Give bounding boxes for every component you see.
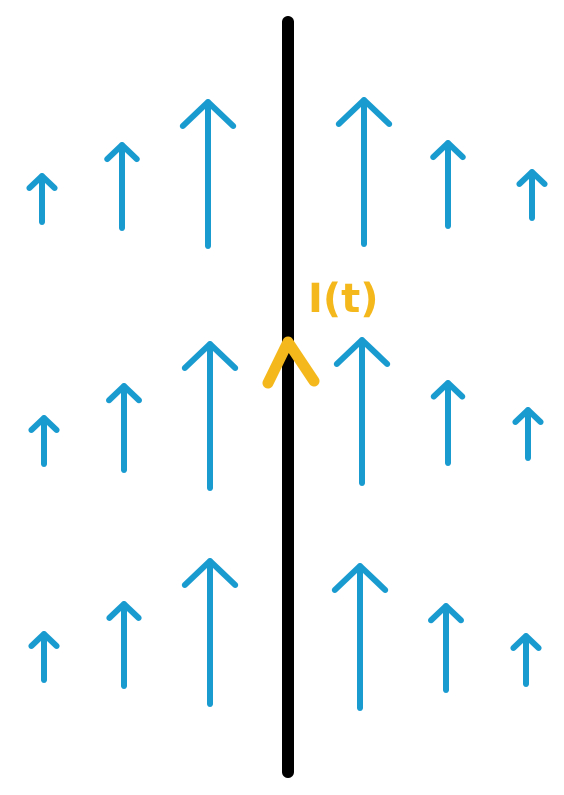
field-arrows-group bbox=[26, 97, 548, 711]
field-arrow-icon bbox=[516, 169, 548, 221]
field-arrow-icon bbox=[106, 383, 142, 473]
field-arrow-icon bbox=[28, 415, 60, 467]
field-arrow-icon bbox=[428, 603, 464, 693]
field-arrow-icon bbox=[179, 99, 237, 249]
field-arrow-icon bbox=[430, 140, 466, 229]
field-arrow-icon bbox=[181, 558, 239, 707]
field-arrow-icon bbox=[333, 337, 391, 486]
field-arrow-icon bbox=[335, 97, 393, 247]
current-direction-chevron-icon bbox=[262, 336, 320, 389]
field-arrow-icon bbox=[512, 407, 544, 461]
field-arrow-icon bbox=[104, 142, 140, 231]
field-arrow-icon bbox=[510, 633, 542, 687]
field-arrow-icon bbox=[430, 380, 466, 466]
field-arrow-icon bbox=[181, 341, 239, 491]
field-arrow-icon bbox=[331, 563, 389, 711]
current-label: I(t) bbox=[308, 276, 379, 322]
field-arrow-icon bbox=[106, 601, 142, 689]
field-arrow-icon bbox=[28, 631, 60, 683]
field-arrow-icon bbox=[26, 173, 58, 225]
